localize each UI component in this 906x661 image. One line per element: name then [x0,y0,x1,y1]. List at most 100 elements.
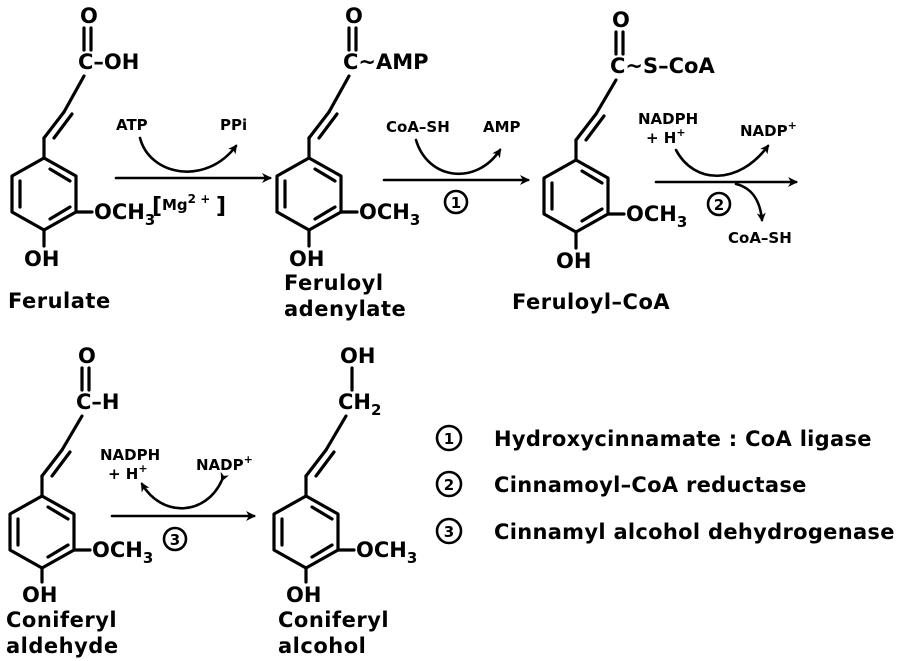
legend-number-1: 1 [444,430,454,448]
coniferyl-aldehyde-ring-inner-bond-2 [46,505,70,521]
ferulate-carbonyl-oxygen: O [80,4,98,28]
coniferyl-aldehyde-chain-double-bond-a [40,448,64,478]
activation-condition-mg: Mg2 + [162,192,210,214]
ferulate-acid-group: C–OH [78,50,139,74]
feruloyl-adenylate-methoxy-group: OCH3 [359,200,420,229]
step-1-enzyme-number: 1 [451,194,461,212]
ferulate-ring-inner-bond-2 [48,167,72,183]
feruloyl-adenylate-hydroxy-group: OH [289,247,324,271]
step-3-enzyme-marker [162,526,188,552]
step-1-reaction: CoA–SH AMP 1 [382,118,530,215]
feruloyl-adenylate-label-line2: adenylate [284,297,406,321]
legend-number-2: 2 [444,476,454,494]
step-3-cofactor-arc [140,471,229,510]
coniferyl-alcohol-chain-bond-1 [324,414,348,452]
feruloyl-adenylate-ring-inner-bond-3 [313,205,337,221]
step-2-release-arc [734,182,766,222]
feruloyl-adenylate-chain-double-bond-a [307,110,331,140]
legend-enzyme-1: Hydroxycinnamate : CoA ligase [494,427,872,451]
coniferyl-alcohol-ch2-group: CH2 [338,390,381,419]
activation-bracket-open: [ [152,194,162,219]
activation-cofactor-atp: ATP [116,116,148,134]
legend-item-3: 3 Cinnamyl alcohol dehydrogenase [435,517,895,545]
feruloyl-coa-hydroxy-group: OH [556,249,591,273]
coniferyl-alcohol-structure: OH CH2 OCH3 OH [272,344,417,607]
step-2-cofactor-coash-released: CoA–SH [728,229,792,247]
coniferyl-aldehyde-methoxy-group: OCH3 [92,538,153,567]
coniferyl-aldehyde-aldehyde-group: C–H [76,390,120,414]
legend-marker-1 [435,424,463,452]
step-2-cofactor-proton: + H+ [646,126,686,147]
step-2-cofactor-nadph: NADPH [638,110,698,128]
feruloyl-adenylate-chain-double-bond-b [317,112,339,140]
legend-item-2: 2 Cinnamoyl–CoA reductase [435,470,807,498]
ferulate-methoxy-group: OCH3 [94,200,155,229]
coniferyl-aldehyde-chain-bond-1 [60,414,84,452]
coniferyl-alcohol-chain-double-bond-a [304,448,328,478]
step-2-enzyme-marker [706,191,732,217]
legend-marker-3 [435,517,463,545]
feruloyl-coa-chain-double-bond-a [574,112,598,142]
ferulate-hydroxy-group: OH [24,247,59,271]
step-3-cofactor-proton: + H+ [108,462,148,483]
coniferyl-alcohol-label-line1: Coniferyl [278,608,389,632]
step-3-cofactor-nadp: NADP+ [196,453,253,474]
enzyme-legend: 1 Hydroxycinnamate : CoA ligase 2 Cinnam… [435,424,895,545]
feruloyl-coa-ring-inner-bond-2 [580,169,604,185]
step-2-reaction: NADPH + H+ NADP+ 2 CoA–SH [638,110,798,247]
coniferyl-alcohol-ring-inner-bond-2 [310,505,334,521]
legend-item-1: 1 Hydroxycinnamate : CoA ligase [435,424,872,452]
coniferyl-aldehyde-carbonyl-oxygen: O [78,344,96,368]
coniferyl-alcohol-hydroxy-group: OH [286,583,321,607]
step-1-enzyme-marker [443,189,469,215]
coniferyl-aldehyde-structure: O C–H OCH3 OH [8,344,153,607]
step-3-reaction: NADPH + H+ NADP+ 3 [100,446,256,552]
activation-cofactor-arc [138,136,238,173]
step-2-cofactor-arc [674,144,770,178]
feruloyl-adenylate-structure: O C~AMP OCH3 OH [275,4,429,271]
ferulate-chain-double-bond-b [52,112,74,140]
activation-cofactor-ppi: PPi [220,116,247,134]
coniferyl-aldehyde-label-line2: aldehyde [6,634,119,658]
feruloyl-adenylate-chain-bond-1 [327,74,351,114]
legend-enzyme-3: Cinnamyl alcohol dehydrogenase [494,520,895,544]
feruloyl-coa-ring-inner-bond-3 [580,207,604,223]
coniferyl-alcohol-label-line2: alcohol [278,634,366,658]
activation-reaction: ATP PPi [ Mg2 + ] [114,116,272,219]
activation-bracket-close: ] [216,194,226,219]
step-1-cofactor-arc [414,138,502,176]
ferulate-label: Ferulate [8,289,111,313]
step-2-enzyme-number: 2 [714,196,724,214]
ferulate-structure: O C–OH OCH3 OH [10,4,155,271]
feruloyl-coa-thioester-group: C~S–CoA [610,54,715,78]
feruloyl-adenylate-amp-group: C~AMP [343,50,429,74]
step-3-enzyme-number: 3 [170,531,180,549]
ferulate-chain-double-bond-a [42,110,66,140]
coniferyl-alcohol-terminal-hydroxy: OH [340,344,375,368]
feruloyl-coa-chain-bond-1 [594,78,618,116]
coniferyl-aldehyde-hydroxy-group: OH [22,583,57,607]
feruloyl-coa-methoxy-group: OCH3 [626,202,687,231]
coniferyl-aldehyde-label-line1: Coniferyl [6,608,117,632]
feruloyl-adenylate-label-line1: Feruloyl [284,271,384,295]
step-1-cofactor-amp: AMP [483,118,521,136]
feruloyl-adenylate-ring-inner-bond-2 [313,167,337,183]
coniferyl-aldehyde-ring-inner-bond-3 [46,543,70,559]
legend-marker-2 [435,470,463,498]
coniferyl-aldehyde-chain-double-bond-b [50,450,72,478]
feruloyl-coa-structure: O C~S–CoA OCH3 OH [542,8,715,273]
feruloyl-coa-chain-double-bond-b [584,114,606,142]
ferulate-ring-inner-bond-3 [48,205,72,221]
coniferyl-alcohol-chain-double-bond-b [314,450,336,478]
feruloyl-coa-carbonyl-oxygen: O [612,8,630,32]
feruloyl-adenylate-carbonyl-oxygen: O [345,4,363,28]
coniferyl-alcohol-ring-inner-bond-3 [310,543,334,559]
coniferyl-alcohol-methoxy-group: OCH3 [356,538,417,567]
feruloyl-coa-label: Feruloyl–CoA [512,290,670,314]
legend-enzyme-2: Cinnamoyl–CoA reductase [494,473,807,497]
legend-number-3: 3 [444,523,454,541]
ferulate-chain-bond-1 [62,74,86,114]
step-2-cofactor-nadp: NADP+ [740,119,797,140]
step-1-cofactor-coash: CoA–SH [386,118,450,136]
